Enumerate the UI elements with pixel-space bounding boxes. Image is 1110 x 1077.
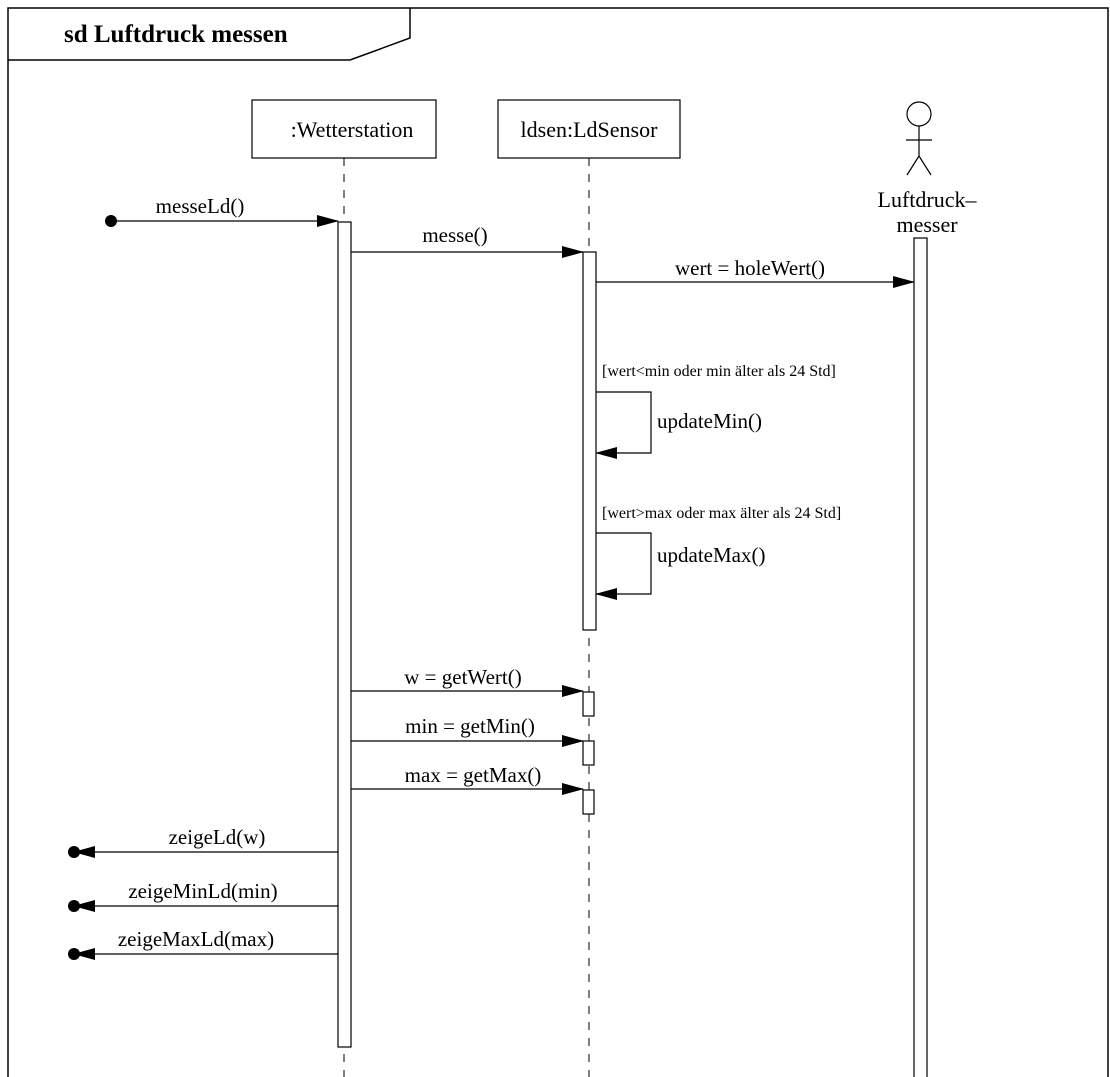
message-getMin: min = getMin() — [351, 714, 584, 747]
activation-ldsensor-getmin — [582, 740, 595, 766]
message-label: updateMin() — [657, 409, 762, 433]
activation-ldsensor-getmax — [582, 789, 595, 815]
guard-label: [wert>max oder max älter als 24 Std] — [602, 505, 841, 522]
lifeline-wetterstation: :Wetterstation — [251, 99, 437, 1077]
activation-luftdruckmesser — [913, 237, 928, 1077]
message-label: zeigeLd(w) — [169, 825, 266, 849]
message-label: wert = holeWert() — [675, 256, 825, 280]
message-label: max = getMax() — [405, 763, 542, 787]
lost-message-dot — [68, 900, 80, 912]
message-zeigeMaxLd: zeigeMaxLd(max) — [68, 927, 338, 960]
message-label: w = getWert() — [404, 665, 521, 689]
message-label: min = getMin() — [405, 714, 535, 738]
lifeline-wetterstation-label: :Wetterstation — [291, 117, 414, 142]
lost-message-dot — [68, 846, 80, 858]
message-label: updateMax() — [657, 543, 765, 567]
actor-icon — [906, 101, 932, 176]
message-zeigeMinLd: zeigeMinLd(min) — [68, 879, 338, 912]
message-getMax: max = getMax() — [351, 763, 584, 795]
lifeline-ldsensor-label: ldsen:LdSensor — [521, 117, 659, 142]
actor-label-line2: messer — [896, 212, 958, 237]
message-label: messeLd() — [156, 194, 245, 218]
frame-border — [7, 7, 1109, 1077]
message-getWert: w = getWert() — [351, 665, 584, 697]
message-updateMax: [wert>max oder max älter als 24 Std] upd… — [595, 505, 841, 600]
actor-label-line1: Luftdruck– — [878, 187, 978, 212]
activation-ldsensor-getwert — [582, 691, 595, 717]
message-messeLd: messeLd() — [105, 194, 339, 227]
message-holeWert: wert = holeWert() — [596, 256, 915, 288]
frame-title-pentagon — [8, 8, 411, 61]
lifeline-ldsensor: ldsen:LdSensor — [497, 99, 681, 1077]
guard-label: [wert<min oder min älter als 24 Std] — [602, 363, 836, 380]
message-zeigeLd: zeigeLd(w) — [68, 825, 338, 858]
message-updateMin: [wert<min oder min älter als 24 Std] upd… — [595, 363, 836, 459]
activation-wetterstation — [337, 221, 352, 1048]
activation-ldsensor-main — [582, 251, 597, 631]
frame-title: sd Luftdruck messen — [64, 21, 288, 48]
message-label: messe() — [422, 223, 487, 247]
message-messe: messe() — [351, 223, 584, 258]
message-label: zeigeMaxLd(max) — [118, 927, 274, 951]
message-label: zeigeMinLd(min) — [128, 879, 277, 903]
lifeline-luftdruckmesser: Luftdruck– messer — [878, 101, 978, 237]
lost-message-dot — [68, 948, 80, 960]
